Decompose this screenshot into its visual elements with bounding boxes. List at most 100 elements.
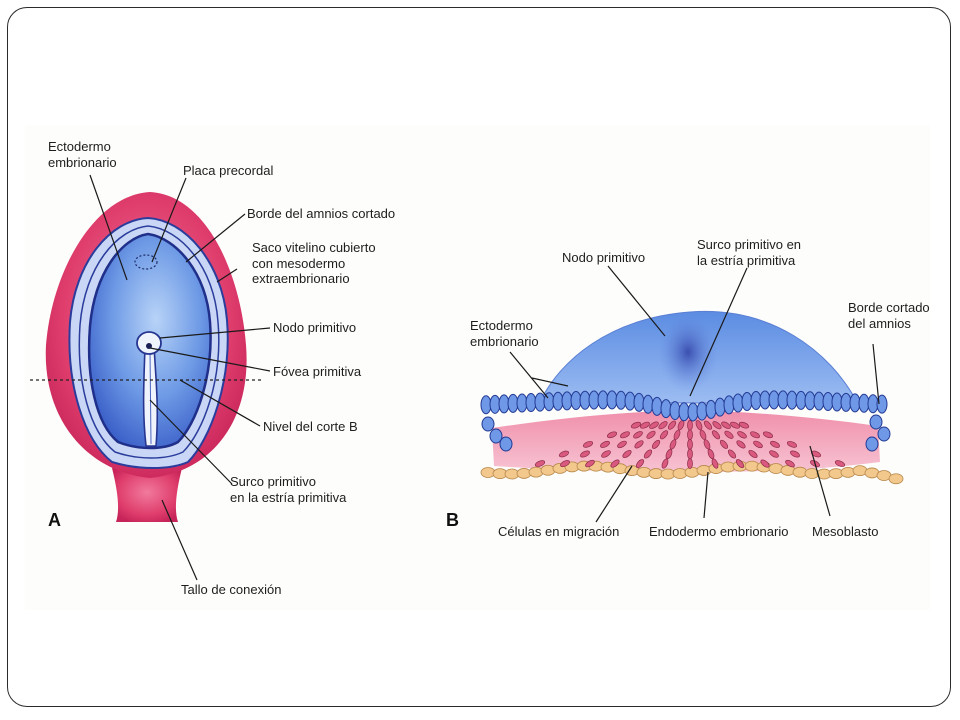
endoderm-cell [768,463,784,474]
migrating-cell [736,440,746,449]
migrating-cell [617,440,627,449]
migrating-cell [665,448,673,460]
migrating-cell [610,459,620,468]
ectoderm-cell [534,392,546,412]
ectoderm-cell [606,390,618,410]
label-nodo-primitivo-b: Nodo primitivo [562,250,646,265]
label-mesoblasto: Mesoblasto [812,524,879,539]
migrating-cell [630,421,642,429]
label-endodermo-embrionario: Endodermo embrionario [649,524,789,539]
migrating-cell [750,431,760,439]
endoderm-cell [540,464,556,476]
ectoderm-cell [741,391,753,411]
ectoderm-cell [867,394,879,414]
panel-b-drawing [480,310,904,485]
ectoderm-cell [588,390,600,410]
migrating-cell [703,420,713,430]
panel-b-letter: B [446,510,459,530]
connecting-stalk [112,468,182,522]
migrating-cell [762,431,774,439]
migrating-cell [643,449,653,459]
migrating-cell [673,429,681,440]
label-nodo-primitivo-a: Nodo primitivo [273,320,357,335]
ectoderm-cell [831,392,843,412]
ectoderm-cell [840,392,852,412]
ectoderm-cell [822,392,834,412]
migrating-cell [735,459,745,469]
migrating-cell [724,430,734,439]
migrating-cell [606,431,618,439]
ectoderm-cell [786,390,798,410]
panel-a-drawing [30,192,262,522]
migrating-cell [633,431,643,439]
migrating-cell [695,420,703,431]
migrating-cell [699,429,707,440]
endoderm-cell [528,466,544,478]
ectoderm-cell [525,393,537,413]
migrating-cell [651,439,661,449]
ectoderm-cell [714,397,726,417]
ectoderm-cell [750,391,762,411]
ectoderm-cell [869,414,883,430]
leader-lines [89,174,880,581]
ectoderm-cell [489,428,503,444]
migrating-cell [580,450,590,458]
ectoderm-cell [579,390,591,410]
migrating-cell [560,460,570,468]
migrating-cell [730,421,740,429]
ectoderm-cell [516,393,528,413]
ectoderm-cell [705,399,717,419]
label-celulas-migracion: Células en migración [498,524,620,539]
migrating-cell [635,459,645,469]
ectoderm-cell [804,391,816,411]
ectoderm-cell [489,394,501,414]
migrating-cell [727,449,737,459]
ectoderm-cell [876,394,888,414]
endoderm-cell [888,473,904,485]
migrating-cell [687,419,693,431]
migrating-cell [669,439,677,450]
migrating-cell [687,458,693,469]
prechordal-plate [134,254,158,270]
migrating-cell [769,450,779,458]
ectoderm-layer [480,390,891,452]
ectoderm-cell [849,393,861,413]
ectoderm-cell [795,390,807,410]
ectoderm-cell [561,391,573,411]
migrating-cell [585,459,595,468]
ectoderm-cell [687,402,699,422]
migrating-cell [687,429,693,441]
endoderm-cell [696,465,712,476]
migrating-cell [721,421,731,429]
migrating-cell [558,450,570,458]
migrating-cell [770,440,780,448]
ectoderm-cell [678,402,690,422]
migrating-cell [582,441,594,448]
ectoderm-cell [624,391,636,411]
endoderm-cell [840,466,856,478]
ectoderm-cell [498,394,510,414]
migrating-cell [707,448,715,460]
ectoderm-cell [570,391,582,411]
ectoderm-cell [759,390,771,410]
migrating-cell [649,421,659,429]
ectoderm-cell [865,436,879,452]
ectoderm-cell [723,395,735,415]
migrating-cell [711,458,719,469]
ectoderm-cell [633,392,645,412]
migrating-cell [600,440,610,448]
migrating-cell [620,431,630,439]
migrating-cell [790,450,800,458]
ectoderm-cell [732,393,744,413]
migrating-cell [719,439,729,449]
label-tallo-conexion: Tallo de conexión [181,582,282,597]
migrating-cell [687,439,693,450]
migrating-cell [834,460,846,467]
migrating-cell [786,441,798,448]
ectoderm-cell [777,390,789,410]
ectoderm-cell [642,394,654,414]
